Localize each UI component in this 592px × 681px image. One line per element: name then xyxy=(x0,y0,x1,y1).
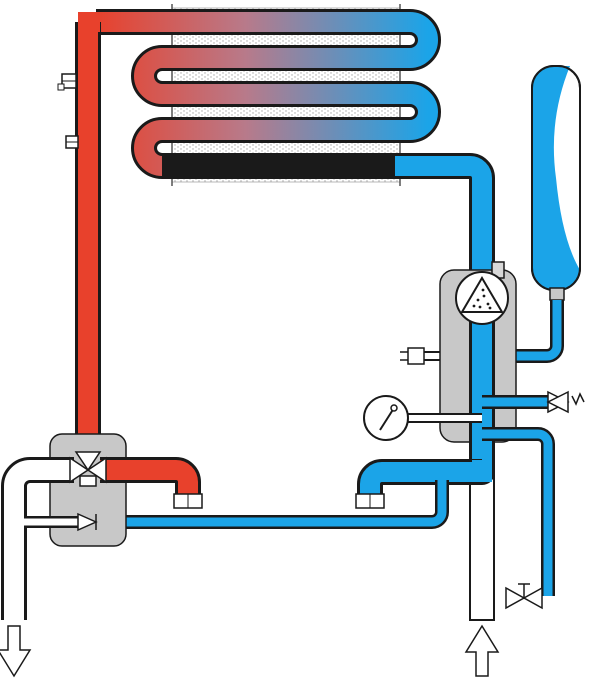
circulation-pump xyxy=(455,261,509,325)
temperature-sensor-upper xyxy=(57,73,77,91)
hot-flow-pipe xyxy=(75,12,101,452)
three-way-valve xyxy=(69,451,107,487)
three-way-valve-icon xyxy=(69,456,90,484)
check-valve xyxy=(77,512,98,532)
expansion-vessel-fitting xyxy=(549,287,565,301)
return-inlet-pipe xyxy=(469,469,495,621)
valve-block xyxy=(49,433,127,547)
return-inlet-arrow xyxy=(464,624,500,677)
safety-valve xyxy=(546,390,585,414)
temperature-sensor-lower xyxy=(65,135,79,149)
flow-outlet-arrow xyxy=(0,625,32,678)
flow-outlet-pipe xyxy=(1,457,74,620)
pump-icon xyxy=(460,276,504,313)
expansion-vessel-pipe xyxy=(482,300,564,363)
heat-exchanger-coil xyxy=(96,11,438,176)
drain-valve-icon xyxy=(505,586,526,610)
arrow-up-icon xyxy=(464,624,500,677)
plug-icon xyxy=(407,347,425,365)
gauge-icon xyxy=(363,395,409,441)
bypass-pipe xyxy=(98,480,449,529)
expansion-vessel xyxy=(531,65,581,301)
hot-flow-stub xyxy=(100,457,201,496)
flow-connector xyxy=(173,493,203,509)
drain-pipe xyxy=(482,427,555,596)
pressure-gauge xyxy=(363,395,482,441)
return-connector xyxy=(355,493,385,509)
cold-return-pipe-bottom xyxy=(357,459,495,497)
drain-valve xyxy=(505,583,543,610)
arrow-down-icon xyxy=(0,625,32,678)
cold-return-pipe-top xyxy=(162,153,495,282)
